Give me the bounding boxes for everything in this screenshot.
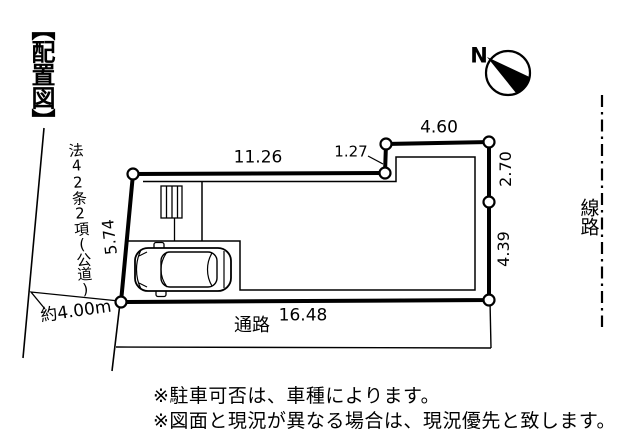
page-title: 【配置図】 [27,16,55,132]
dimension-upper-right: 4.60 [420,117,458,138]
corner-marker [482,135,496,149]
dimension-right-upper: 2.70 [496,151,515,187]
passage-length-label: 16.48 [278,305,328,326]
corner-marker [378,166,392,180]
building-walls [128,156,476,291]
disclaimer-notes: ※駐車可否は、車種によります。 ※図面と現況が異なる場合は、現況優先と致します。 [153,384,616,434]
dimension-leader-line [367,155,384,165]
car-headlight [138,251,148,257]
car-rear-window [206,252,213,287]
car-front-bumper [135,249,142,290]
corner-marker [379,137,393,151]
entrance-steps [160,185,183,241]
north-label: N [470,43,488,68]
disclaimer-line: ※図面と現況が異なる場合は、現況優先と致します。 [153,410,617,432]
plot-boundary [114,135,496,309]
car-icon [134,241,232,298]
railway-label: 線路 [577,198,600,236]
passage-right-edge [489,300,492,349]
disclaimer-line: ※駐車可否は、車種によります。 [153,385,441,407]
dimension-top: 11.26 [233,147,283,168]
corner-marker [126,167,140,181]
road-outer-edge [22,127,45,359]
passage-bottom-edge [115,346,492,349]
car-body [134,247,232,292]
building-outline [128,156,476,291]
compass-needle [487,57,530,93]
dimension-left: 5.74 [98,218,121,256]
passage-label: 通路 [234,315,270,336]
corner-marker [114,295,128,309]
north-compass-icon [484,49,532,97]
corner-marker [482,195,496,209]
road-width-dimension-line [29,291,120,310]
dimension-notch: 1.27 [334,142,368,161]
corner-marker [482,293,496,307]
passage-lines [115,300,492,349]
car-windshield [160,251,168,288]
dimension-right-lower: 4.39 [494,231,513,267]
road-edges [22,127,121,372]
road-inner-edge [111,302,121,372]
boundary-corner-markers [114,135,496,309]
car-headlight [138,282,148,288]
